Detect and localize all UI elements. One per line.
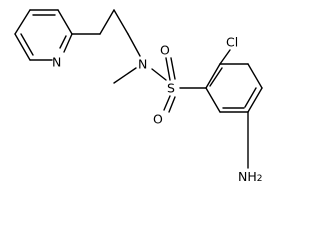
oxygen-lower-label: O: [153, 112, 163, 127]
sulfonamide-nitrogen-label: N: [138, 57, 147, 72]
molecule-drawing: N N S O O Cl NH2: [14, 9, 263, 185]
bond: [113, 67, 137, 84]
bond: [57, 9, 73, 35]
bond: [113, 9, 129, 35]
oxygen-upper-label: O: [160, 43, 170, 58]
bond: [247, 87, 263, 113]
bond: [244, 87, 257, 108]
bond: [163, 95, 171, 111]
bond: [205, 87, 221, 113]
bond: [127, 33, 141, 57]
bond: [14, 33, 31, 61]
bond: [151, 68, 167, 81]
structure-diagram: N N S O O Cl NH2: [14, 9, 263, 185]
chlorine-label: Cl: [226, 35, 238, 50]
bond: [99, 9, 115, 35]
sulfur-label: S: [167, 81, 175, 96]
amine-label: NH2: [238, 169, 262, 185]
bond: [59, 35, 67, 49]
bond: [14, 9, 31, 35]
benzene-ring: [205, 63, 263, 113]
pyridine-nitrogen-label: N: [52, 55, 61, 70]
bond: [209, 67, 223, 87]
bond: [205, 63, 221, 89]
bond: [168, 96, 176, 113]
bond: [165, 57, 171, 81]
bond: [63, 33, 73, 53]
amine-subscript: 2: [257, 174, 263, 184]
bond: [247, 63, 263, 89]
bond: [170, 57, 176, 80]
amine-main-label: NH: [238, 169, 257, 184]
bond: [20, 33, 34, 56]
pyridine-ring: [14, 9, 73, 61]
bond: [219, 49, 231, 65]
